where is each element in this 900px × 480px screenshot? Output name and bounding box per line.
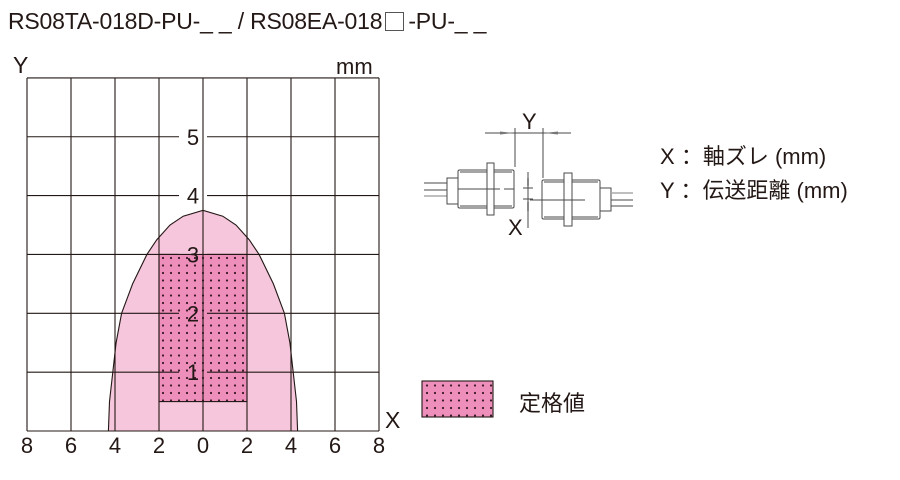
x-tick-label: 4	[109, 433, 121, 458]
legend-rated-swatch	[421, 380, 494, 418]
separator: ：	[680, 178, 703, 203]
x-tick-label: 2	[153, 433, 165, 458]
x-description: 軸ズレ (mm)	[702, 144, 827, 169]
y-symbol: Y	[660, 178, 675, 203]
y-axis-label: Y	[13, 52, 28, 78]
arrow-up-icon	[527, 202, 529, 211]
x-tick-label: 2	[241, 433, 253, 458]
y-description: 伝送距離 (mm)	[702, 178, 848, 203]
separator: ：	[680, 144, 703, 169]
placeholder-box-icon	[385, 12, 405, 31]
y-tick-label: 2	[187, 301, 199, 326]
legend-rated-label: 定格値	[519, 391, 586, 416]
title-model-suffix: -PU-_ _	[408, 8, 487, 34]
axis-legend-x: X ：軸ズレ (mm)	[660, 139, 848, 173]
y-tick-labels: 1 2 3 4 5	[187, 125, 199, 385]
arrow-down-icon	[527, 178, 529, 186]
x-tick-label: 6	[65, 433, 77, 458]
x-symbol: X	[660, 144, 675, 169]
x-tick-label: 4	[285, 433, 297, 458]
y-tick-label: 1	[187, 360, 199, 385]
unit-label: mm	[336, 54, 373, 79]
x-tick-labels: 8 6 4 2 0 2 4 6 8	[21, 433, 385, 458]
diagram-x-label: X	[508, 215, 523, 240]
chart-title: RS08TA-018D-PU-_ _ / RS08EA-018 -PU-_ _	[8, 8, 486, 35]
axis-legend-y: Y ：伝送距離 (mm)	[660, 173, 848, 205]
y-tick-label: 5	[187, 125, 199, 150]
title-model-a: RS08TA-018D-PU-_ _ / RS08EA-018	[8, 8, 383, 34]
diagram-y-label: Y	[522, 109, 537, 134]
y-tick-label: 3	[187, 242, 199, 267]
axis-legend: X ：軸ズレ (mm) Y ：伝送距離 (mm)	[660, 139, 848, 205]
y-tick-label: 4	[187, 184, 199, 209]
chart-grid	[26, 77, 380, 432]
right-sensor-icon	[530, 172, 633, 227]
arrow-left-icon	[544, 131, 558, 135]
sensor-alignment-diagram	[424, 128, 633, 228]
x-tick-label: 0	[197, 433, 209, 458]
x-tick-label: 8	[373, 433, 385, 458]
arrow-right-icon	[500, 131, 514, 135]
x-tick-label: 6	[329, 433, 341, 458]
left-sensor-icon	[424, 162, 515, 216]
x-axis-label: X	[385, 407, 400, 433]
x-tick-label: 8	[21, 433, 33, 458]
